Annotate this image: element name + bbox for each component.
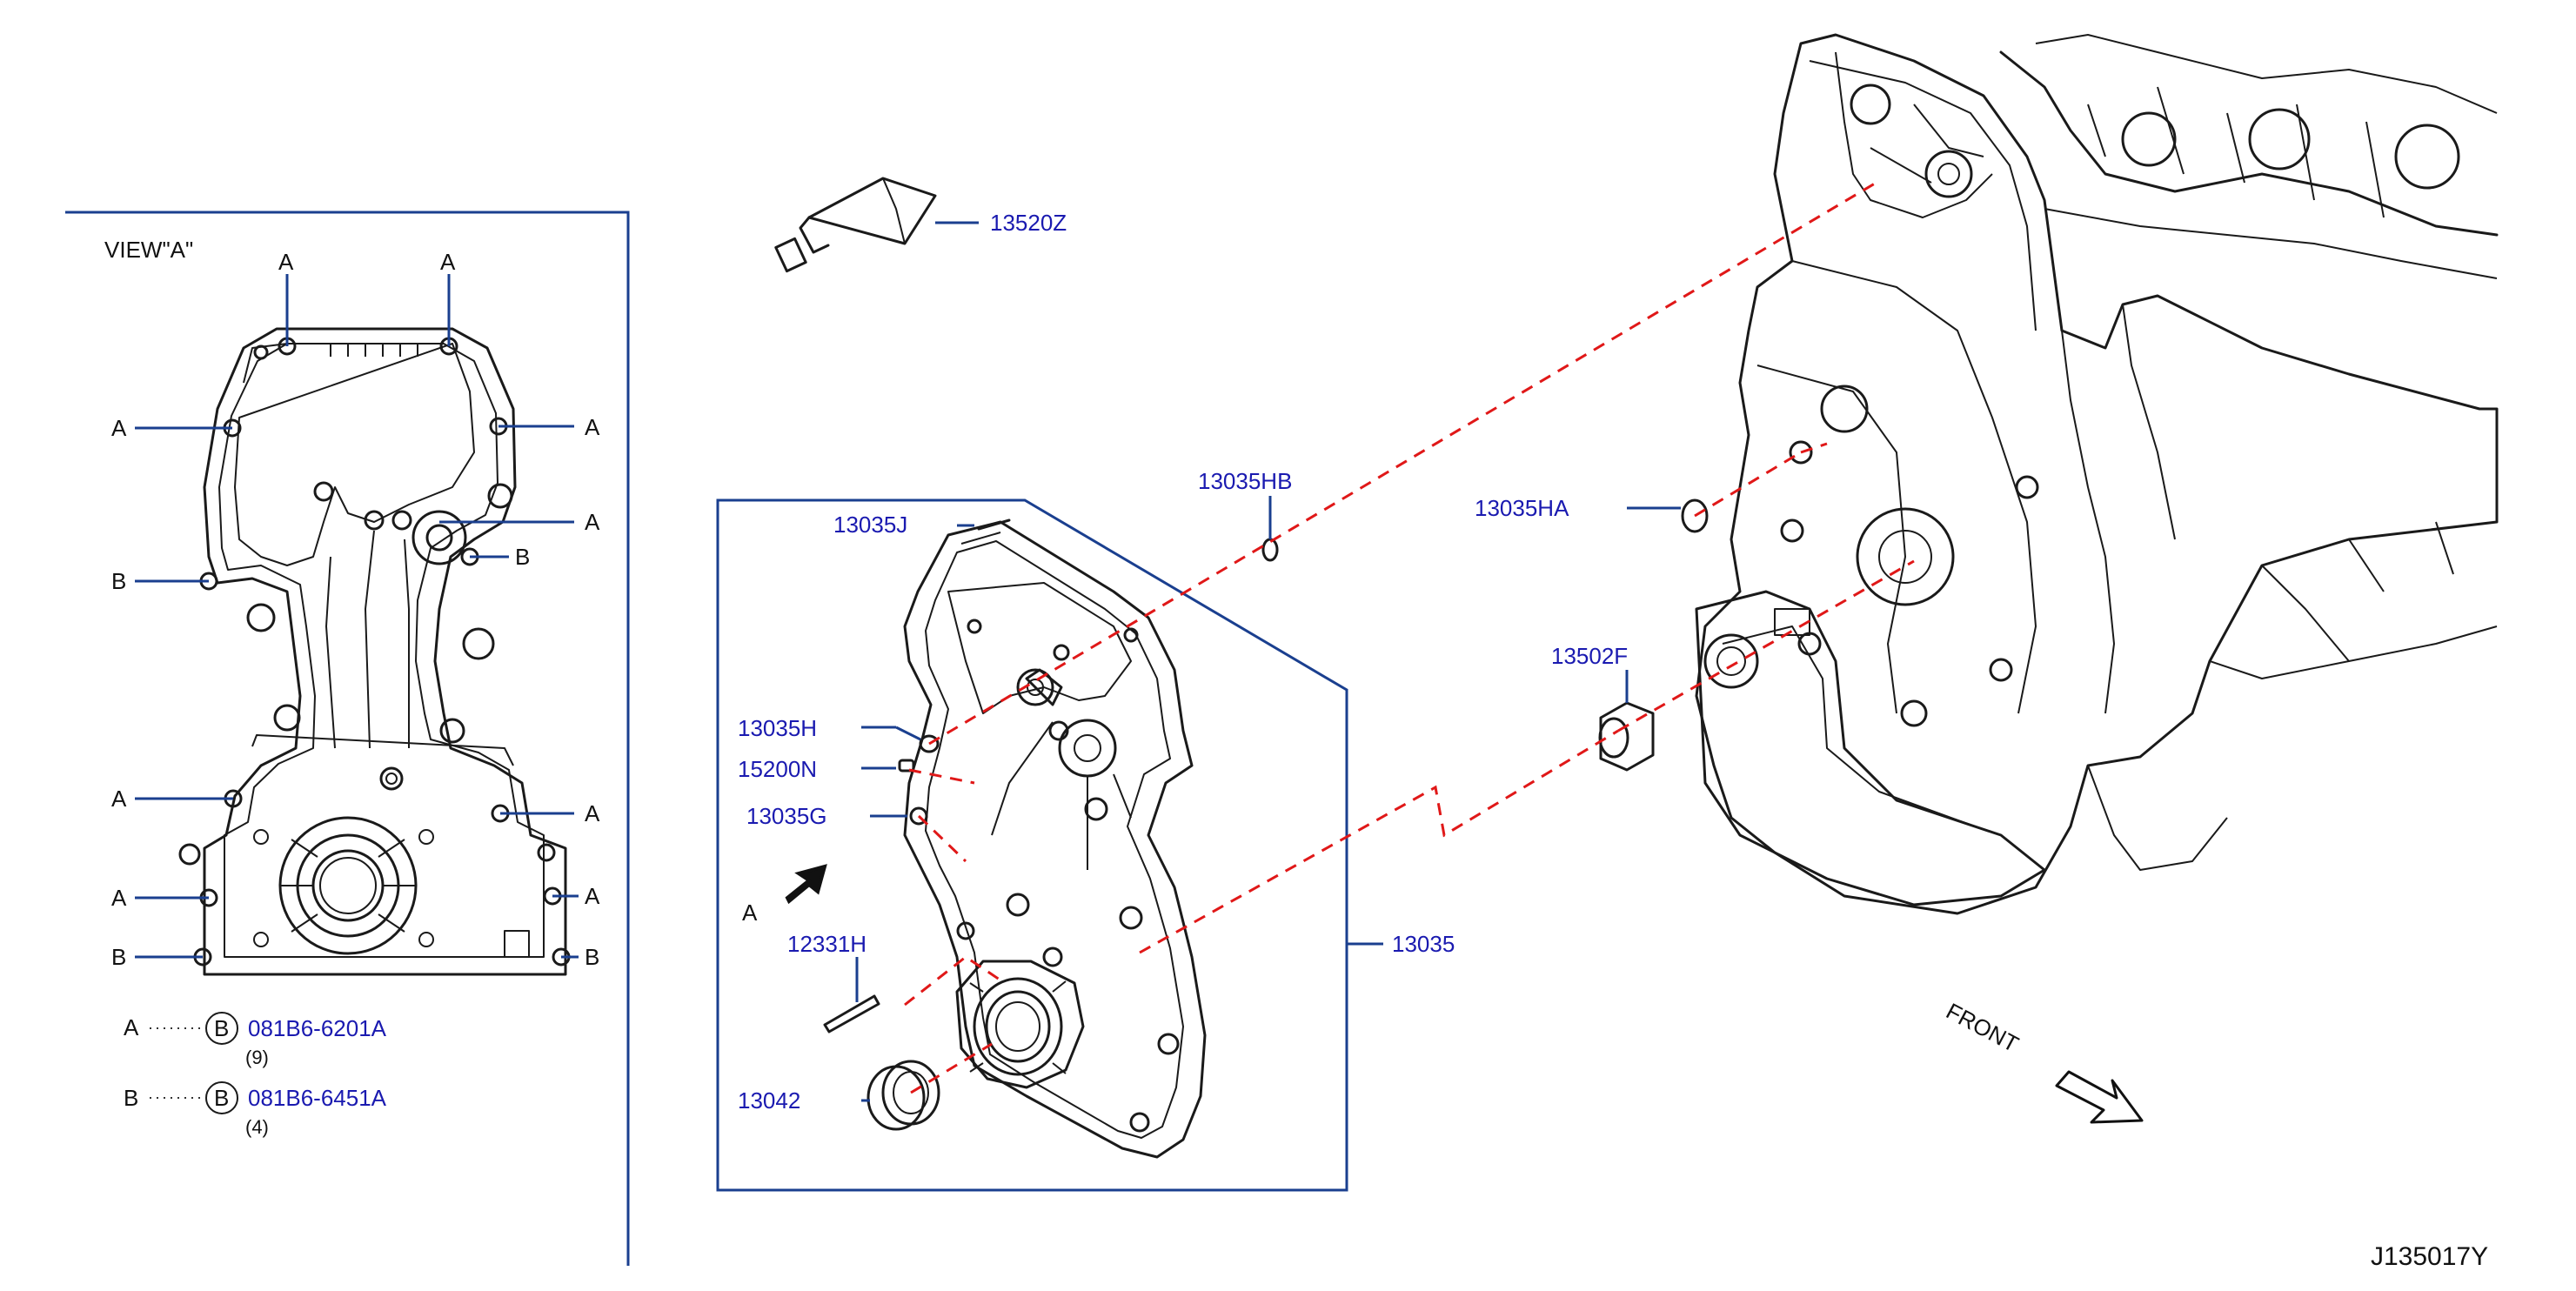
legend-letter-b: B <box>124 1085 138 1111</box>
o-ring-13035HB-icon <box>1261 538 1279 562</box>
marker-a-top-right: A <box>440 249 456 275</box>
part-label-12331H[interactable]: 12331H <box>787 931 866 957</box>
part-label-13502F[interactable]: 13502F <box>1551 643 1628 669</box>
seal-13502F-icon <box>1598 701 1655 772</box>
legend-qty-a: (9) <box>245 1047 269 1068</box>
sealant-tube-13520Z: 13520Z <box>774 177 1067 273</box>
front-cover-13035-drawing <box>903 520 1207 1159</box>
part-label-13035HA[interactable]: 13035HA <box>1475 495 1569 521</box>
part-label-13035J[interactable]: 13035J <box>833 512 907 538</box>
marker-a-left-3: A <box>111 885 127 911</box>
diagram-id: J135017Y <box>2371 1242 2488 1271</box>
front-arrow-icon <box>2055 1070 2144 1124</box>
legend-symbol-a: B <box>214 1015 229 1041</box>
marker-a-right-2: A <box>585 509 600 535</box>
seal-13035H-icon <box>919 734 940 753</box>
marker-a-top-left: A <box>278 249 294 275</box>
view-a-title: VIEW"A" <box>104 237 193 263</box>
front-label: FRONT <box>1942 998 2023 1058</box>
engine-block-drawing <box>1695 33 2499 915</box>
small-parts: 13035J 13035HB 13035HA 13035H 15200N 130… <box>738 468 1709 1131</box>
legend-letter-a: A <box>124 1014 139 1040</box>
legend-symbol-b: B <box>214 1085 229 1111</box>
view-a-panel: VIEW"A" <box>65 211 630 1266</box>
marker-a-left-2: A <box>111 786 127 812</box>
plug-13035G-icon <box>909 806 928 826</box>
legend-qty-b: (4) <box>245 1116 269 1138</box>
marker-b-right-2: B <box>585 944 599 970</box>
part-label-13035HB[interactable]: 13035HB <box>1198 468 1292 494</box>
bolt-symbol-icon <box>205 1081 238 1114</box>
view-a-markers: A A A A A B B A A A A B B <box>111 249 600 970</box>
marker-b-left-1: B <box>111 568 126 594</box>
part-label-15200N[interactable]: 15200N <box>738 756 817 782</box>
assembly-frame-13035 <box>716 498 1348 1192</box>
view-a-frame <box>65 211 630 1266</box>
o-ring-13035HA-icon <box>1681 498 1709 533</box>
marker-a-right-4: A <box>585 883 600 909</box>
dowel-pin-12331H-icon <box>823 994 880 1033</box>
marker-a-left-1: A <box>111 415 127 441</box>
marker-b-left-2: B <box>111 944 126 970</box>
marker-a-right-1: A <box>585 414 600 440</box>
bolt-symbol-icon <box>205 1012 238 1045</box>
plug-15200N-icon <box>898 759 915 773</box>
part-label-13035H[interactable]: 13035H <box>738 715 817 741</box>
oil-seal-13042-icon <box>866 1060 940 1131</box>
view-a-cover-drawing <box>178 327 571 976</box>
legend-part-a[interactable]: 081B6-6201A <box>248 1015 387 1041</box>
dashed-connections <box>904 179 1915 1094</box>
part-label-13035G[interactable]: 13035G <box>746 803 827 829</box>
view-arrow-label: A <box>742 900 758 926</box>
legend-part-b[interactable]: 081B6-6451A <box>248 1085 387 1111</box>
view-a-arrow: A <box>742 864 827 926</box>
marker-a-right-3: A <box>585 800 600 826</box>
part-label-13042[interactable]: 13042 <box>738 1087 800 1114</box>
marker-b-right-1: B <box>515 544 530 570</box>
front-indicator: FRONT <box>1942 998 2144 1124</box>
part-label-13520Z[interactable]: 13520Z <box>990 210 1067 236</box>
part-label-13035[interactable]: 13035 <box>1392 931 1455 957</box>
view-a-legend: A B 081B6-6201A (9) B B 081B6-6451A (4) <box>124 1012 387 1138</box>
